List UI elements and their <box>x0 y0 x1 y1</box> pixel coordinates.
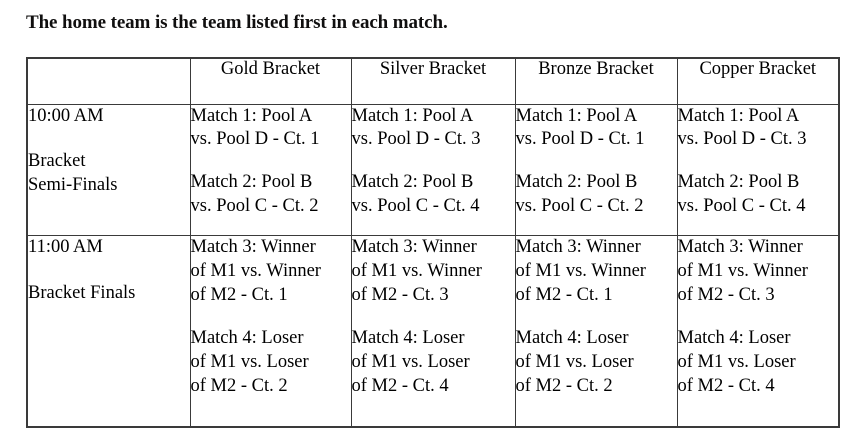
bracket-schedule-table: Gold Bracket Silver Bracket Bronze Brack… <box>26 57 840 428</box>
match-line: Match 2: Pool B <box>351 172 474 193</box>
match-cell-gold-semifinals: Match 1: Pool A vs. Pool D - Ct. 1 Match… <box>189 103 352 237</box>
block-spacer <box>678 308 839 327</box>
match-line: Match 4: Loser <box>351 327 465 348</box>
match-line: of M2 - Ct. 1 <box>190 285 288 306</box>
match-line: Match 4: Loser <box>515 327 629 348</box>
block-spacer <box>516 308 677 327</box>
match-line: vs. Pool D - Ct. 3 <box>677 129 807 150</box>
match-line: of M2 - Ct. 4 <box>677 375 775 396</box>
match-cell-bronze-finals: Match 3: Winner of M1 vs. Winner of M2 -… <box>514 235 678 428</box>
table-row: 11:00 AM Bracket Finals Match 3: Winner … <box>26 235 840 428</box>
table-header-row: Gold Bracket Silver Bracket Bronze Brack… <box>26 57 840 105</box>
match-line: Match 2: Pool B <box>190 172 313 193</box>
match-line: Match 2: Pool B <box>677 172 800 193</box>
schedule-table-wrapper: Gold Bracket Silver Bracket Bronze Brack… <box>26 57 840 428</box>
row-stage-label-line2: Semi-Finals <box>28 175 118 196</box>
table-body: 10:00 AM Bracket Semi-Finals Match 1: Po… <box>26 103 840 428</box>
row-time-label: 10:00 AM <box>28 105 104 126</box>
match-line: of M1 vs. Loser <box>677 351 796 372</box>
match-line: of M2 - Ct. 1 <box>515 285 613 306</box>
header-cell-copper-bracket: Copper Bracket <box>676 57 840 105</box>
match-line: Match 3: Winner <box>190 237 316 258</box>
match-line: vs. Pool C - Ct. 2 <box>190 196 319 217</box>
row-label-cell-finals: 11:00 AM Bracket Finals <box>26 235 191 428</box>
match-line: Match 3: Winner <box>677 237 803 258</box>
match-line: vs. Pool C - Ct. 4 <box>351 196 480 217</box>
match-line: vs. Pool C - Ct. 2 <box>515 196 644 217</box>
table-header: Gold Bracket Silver Bracket Bronze Brack… <box>26 57 840 105</box>
match-cell-silver-finals: Match 3: Winner of M1 vs. Winner of M2 -… <box>350 235 516 428</box>
match-line: Match 2: Pool B <box>515 172 638 193</box>
match-line: Match 4: Loser <box>677 327 791 348</box>
match-line: Match 1: Pool A <box>515 105 638 126</box>
match-cell-copper-semifinals: Match 1: Pool A vs. Pool D - Ct. 3 Match… <box>676 103 840 237</box>
header-cell-bronze-bracket: Bronze Bracket <box>514 57 678 105</box>
match-line: Match 3: Winner <box>515 237 641 258</box>
block-spacer <box>352 308 515 327</box>
match-line: of M1 vs. Loser <box>351 351 470 372</box>
block-spacer <box>191 152 351 171</box>
match-line: Match 4: Loser <box>190 327 304 348</box>
match-line: of M1 vs. Winner <box>677 261 808 282</box>
match-cell-copper-finals: Match 3: Winner of M1 vs. Winner of M2 -… <box>676 235 840 428</box>
match-line: of M1 vs. Winner <box>515 261 646 282</box>
row-stage-label-line1: Bracket <box>28 151 86 172</box>
match-line: vs. Pool D - Ct. 1 <box>515 129 645 150</box>
match-line: vs. Pool D - Ct. 3 <box>351 129 481 150</box>
match-cell-gold-finals: Match 3: Winner of M1 vs. Winner of M2 -… <box>189 235 352 428</box>
match-line: of M2 - Ct. 2 <box>190 375 288 396</box>
match-line: of M1 vs. Winner <box>351 261 482 282</box>
match-cell-silver-semifinals: Match 1: Pool A vs. Pool D - Ct. 3 Match… <box>350 103 516 237</box>
match-line: Match 3: Winner <box>351 237 477 258</box>
block-spacer <box>516 152 677 171</box>
match-line: of M2 - Ct. 4 <box>351 375 449 396</box>
header-cell-gold-bracket: Gold Bracket <box>189 57 352 105</box>
block-spacer <box>678 152 839 171</box>
match-line: of M1 vs. Loser <box>515 351 634 372</box>
match-line: Match 1: Pool A <box>677 105 800 126</box>
match-line: of M2 - Ct. 3 <box>677 285 775 306</box>
header-cell-corner <box>26 57 191 105</box>
match-line: of M2 - Ct. 3 <box>351 285 449 306</box>
match-line: of M1 vs. Winner <box>190 261 321 282</box>
match-line: vs. Pool D - Ct. 1 <box>190 129 320 150</box>
row-stage-label-line1: Bracket Finals <box>28 283 136 304</box>
block-spacer <box>191 308 351 327</box>
page-title: The home team is the team listed first i… <box>26 12 448 33</box>
match-line: Match 1: Pool A <box>351 105 474 126</box>
header-cell-silver-bracket: Silver Bracket <box>350 57 516 105</box>
match-line: of M2 - Ct. 2 <box>515 375 613 396</box>
match-line: vs. Pool C - Ct. 4 <box>677 196 806 217</box>
table-row: 10:00 AM Bracket Semi-Finals Match 1: Po… <box>26 103 840 237</box>
block-spacer <box>352 152 515 171</box>
match-cell-bronze-semifinals: Match 1: Pool A vs. Pool D - Ct. 1 Match… <box>514 103 678 237</box>
row-time-label: 11:00 AM <box>28 237 103 258</box>
match-line: Match 1: Pool A <box>190 105 313 126</box>
match-line: of M1 vs. Loser <box>190 351 309 372</box>
row-label-cell-semifinals: 10:00 AM Bracket Semi-Finals <box>26 103 191 237</box>
